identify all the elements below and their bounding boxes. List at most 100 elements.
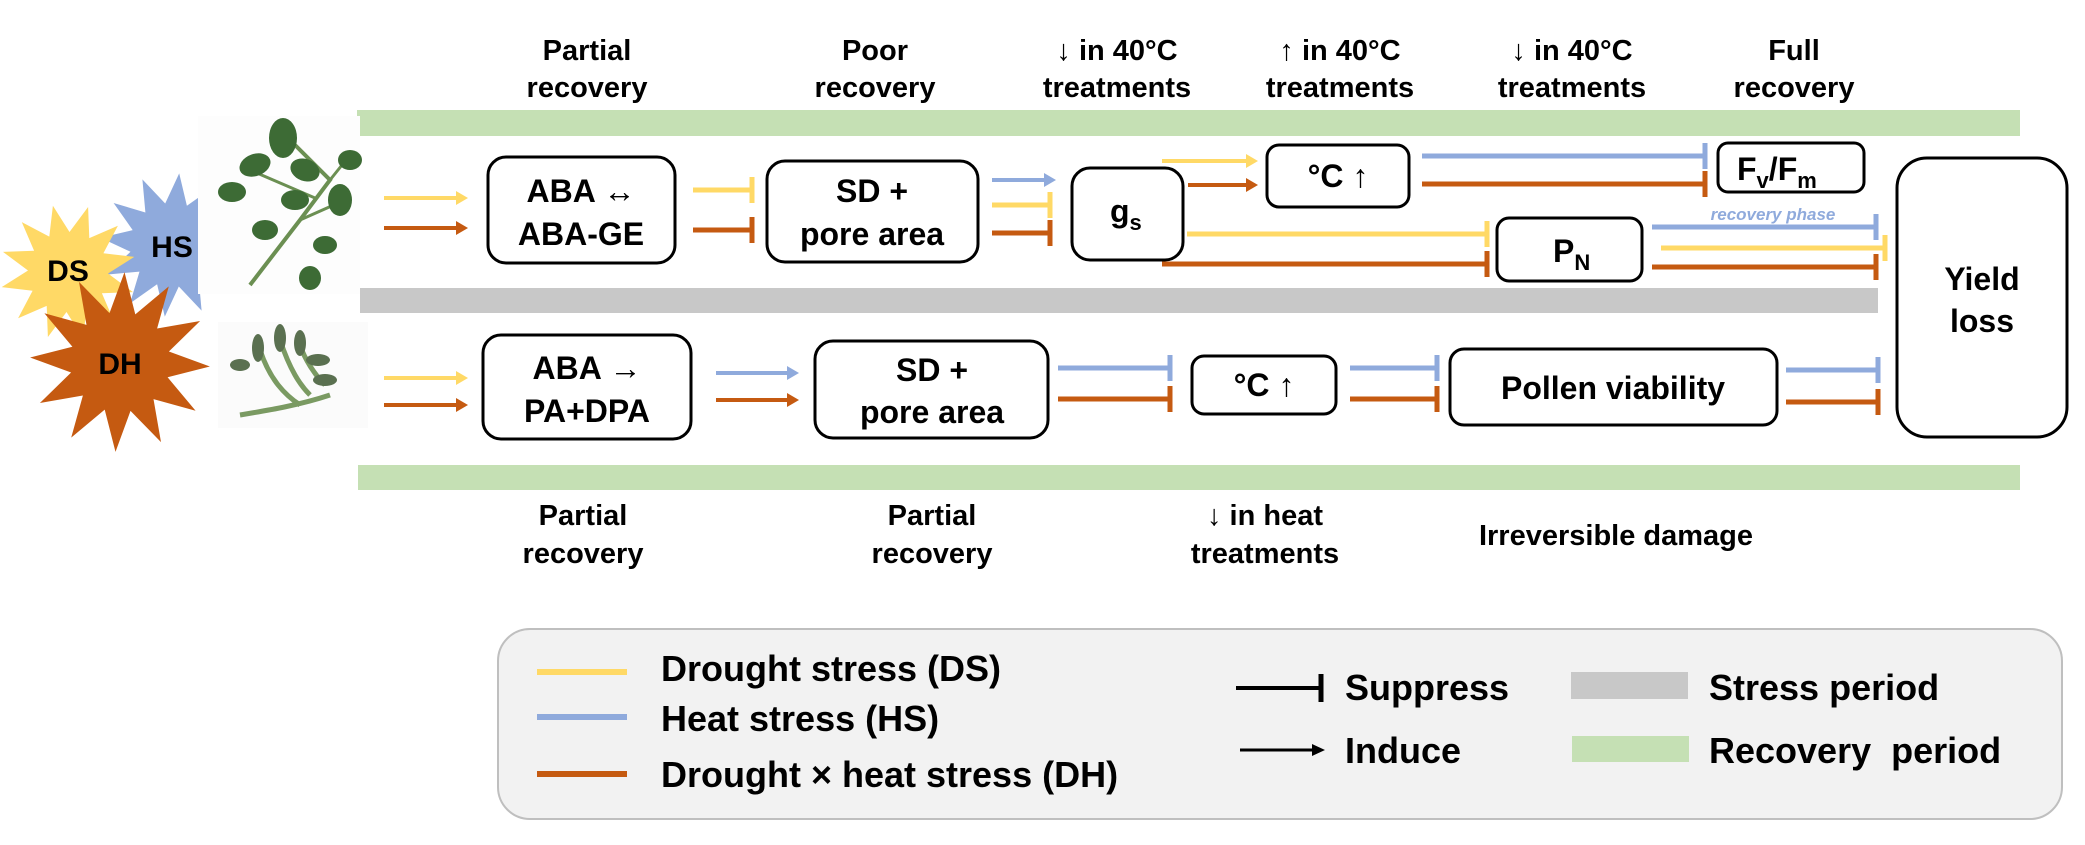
bottom-label-3-line2: treatments xyxy=(1191,538,1339,570)
ds-gs-to-temp-arrow xyxy=(1162,154,1258,168)
temp-leaf-label: °C ↑ xyxy=(1308,158,1369,194)
suppress-symbol-icon xyxy=(1236,674,1324,702)
dh-aba-to-sd-arrow xyxy=(716,393,799,407)
pollen-viability-box xyxy=(1448,347,1779,427)
legend-dh-label: Drought × heat stress (DH) xyxy=(661,754,1118,795)
ds-gs-suppress-pn xyxy=(1187,221,1490,247)
legend-stress-period-label: Stress period xyxy=(1709,667,1939,708)
sd-pore-box-leaf xyxy=(765,159,980,264)
induce-arrow-icon xyxy=(1240,744,1325,756)
ds-pn-suppress-yield xyxy=(1661,235,1888,261)
ds-to-aba-leaf-arrow xyxy=(384,191,468,205)
bottom-label-2-line1: Partial xyxy=(888,500,977,532)
stressor-starbursts: HS DS DH xyxy=(1,173,244,452)
temp-flower-label: °C ↑ xyxy=(1234,367,1295,403)
recovery-period-bar-top xyxy=(357,110,2020,136)
aba-padpa-box xyxy=(481,333,693,441)
dh-temp-suppress-fvfm xyxy=(1422,171,1708,197)
dh-label: DH xyxy=(98,348,141,381)
legend-recovery-period-swatch xyxy=(1572,736,1689,762)
yield-loss-line1: Yield xyxy=(1944,261,2019,297)
gs-label: gs xyxy=(1110,193,1142,235)
hs-temp-suppress-pollen xyxy=(1350,355,1440,381)
dh-pn-suppress-yield xyxy=(1652,254,1879,280)
top-label-3-line2: treatments xyxy=(1043,72,1191,104)
tomato-flower-image xyxy=(218,322,368,428)
ds-aba-suppress-sd xyxy=(693,177,755,203)
stress-period-bar xyxy=(360,288,1878,313)
top-label-1-line2: recovery xyxy=(527,72,648,104)
fvfm-box xyxy=(1716,141,1866,194)
ds-to-aba-flower-arrow xyxy=(384,371,468,385)
pn-label: PN xyxy=(1553,233,1590,275)
legend-induce-label: Induce xyxy=(1345,730,1461,771)
recovery-phase-note: recovery phase xyxy=(1711,205,1836,224)
fvfm-label: Fv/Fm xyxy=(1737,151,1817,193)
aba-abage-line2: ABA-GE xyxy=(518,216,644,252)
dh-gs-to-temp-arrow xyxy=(1188,178,1258,192)
sd-pore-box-flower xyxy=(813,339,1050,440)
hs-pollen-suppress-yield xyxy=(1786,357,1881,383)
yield-loss-line2: loss xyxy=(1950,303,2014,339)
legend-suppress-label: Suppress xyxy=(1345,667,1509,708)
top-label-6-line1: Full xyxy=(1768,35,1820,67)
pn-box xyxy=(1495,216,1644,283)
legend: Drought stress (DS) Heat stress (HS) Dro… xyxy=(497,628,2063,820)
legend-stress-period-swatch xyxy=(1571,672,1688,699)
sd-pore-flower-line1: SD + xyxy=(896,352,968,388)
dh-to-aba-leaf-arrow xyxy=(384,221,468,235)
hs-temp-suppress-fvfm xyxy=(1422,143,1708,169)
hs-sd-suppress-temp xyxy=(1058,355,1173,381)
dh-sd-suppress-temp xyxy=(1058,386,1173,412)
dh-to-aba-flower-arrow xyxy=(384,398,468,412)
ds-sd-suppress-gs xyxy=(992,192,1053,218)
legend-drought-label: Drought stress (DS) xyxy=(661,648,1001,689)
top-label-4-line1: ↑ in 40°C xyxy=(1279,35,1400,67)
aba-padpa-line1: ABA → xyxy=(532,350,641,386)
top-label-5-line1: ↓ in 40°C xyxy=(1511,35,1632,67)
top-label-2-line2: recovery xyxy=(815,72,936,104)
top-label-4-line2: treatments xyxy=(1266,72,1414,104)
hs-pn-suppress-yield xyxy=(1652,214,1879,240)
sd-pore-leaf-line2: pore area xyxy=(800,216,944,252)
top-label-1-line1: Partial xyxy=(543,35,632,67)
flower-row: ABA → PA+DPA SD + pore area °C ↑ Pollen … xyxy=(481,333,1779,441)
hs-sd-to-gs-arrow xyxy=(992,173,1056,187)
tomato-leaf-image xyxy=(198,116,362,294)
bottom-label-1-line1: Partial xyxy=(539,500,628,532)
bottom-label-1-line2: recovery xyxy=(523,538,644,570)
top-labels: Partial recovery Poor recovery ↓ in 40°C… xyxy=(527,35,1855,104)
top-label-6-line2: recovery xyxy=(1734,72,1855,104)
heat-stress-starburst xyxy=(100,173,244,317)
sd-pore-flower-line2: pore area xyxy=(860,394,1004,430)
gs-box xyxy=(1070,166,1185,262)
bottom-labels: Partial recovery Partial recovery ↓ in h… xyxy=(523,500,1753,570)
hs-label: HS xyxy=(151,231,193,264)
top-label-5-line2: treatments xyxy=(1498,72,1646,104)
dh-gs-suppress-pn xyxy=(1162,251,1490,277)
drought-heat-stress-starburst xyxy=(30,272,210,452)
dh-pollen-suppress-yield xyxy=(1786,389,1881,415)
connectors xyxy=(384,143,1888,415)
bottom-label-4: Irreversible damage xyxy=(1479,520,1753,552)
bottom-label-2-line2: recovery xyxy=(872,538,993,570)
sd-pore-leaf-line1: SD + xyxy=(836,173,908,209)
dh-temp-suppress-pollen xyxy=(1350,386,1440,412)
leaf-row: ABA ↔ ABA-GE SD + pore area gs °C ↑ Fv/F… xyxy=(486,141,1866,283)
dh-aba-suppress-sd xyxy=(693,217,755,243)
temp-box-leaf xyxy=(1265,143,1411,209)
aba-padpa-line2: PA+DPA xyxy=(524,393,650,429)
top-label-3-line1: ↓ in 40°C xyxy=(1056,35,1177,67)
bottom-label-3-line1: ↓ in heat xyxy=(1207,500,1323,532)
top-label-2-line1: Poor xyxy=(842,35,908,67)
pollen-viability-label: Pollen viability xyxy=(1501,370,1725,406)
aba-abage-line1: ABA ↔ xyxy=(526,173,635,209)
legend-heat-label: Heat stress (HS) xyxy=(661,698,939,739)
dh-sd-suppress-gs xyxy=(992,220,1053,246)
ds-label: DS xyxy=(47,255,89,288)
aba-abage-box xyxy=(486,155,677,265)
temp-box-flower xyxy=(1190,354,1338,416)
legend-recovery-period-label: Recovery period xyxy=(1709,730,2001,771)
recovery-period-bar-bottom xyxy=(358,465,2020,490)
